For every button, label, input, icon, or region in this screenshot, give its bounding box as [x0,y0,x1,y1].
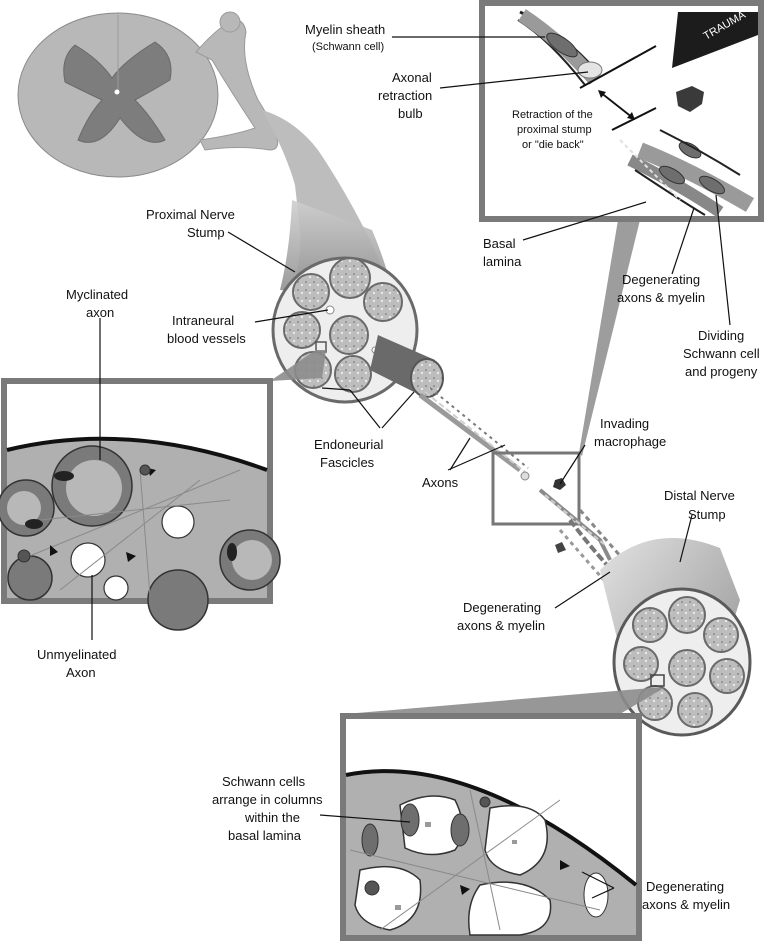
healthy-nerve-inset [0,378,281,631]
label-retraction-l3: or "die back" [522,139,584,151]
trauma-inset [479,0,764,222]
axon-tube [370,335,530,481]
label-schwann-col-l3: within the [244,810,300,825]
label-axonal-l2: retraction [378,88,432,103]
label-axonal-l3: bulb [398,106,423,121]
spinal-cord-section [17,12,219,178]
label-axons: Axons [422,475,459,490]
label-proximal-l2: Stump [187,225,225,240]
label-endoneurial-l1: Endoneurial [314,437,383,452]
label-retraction-l1: Retraction of the [512,109,593,121]
label-degen-mid-l1: Degenerating [463,600,541,615]
callout-cones [270,220,664,714]
label-basal-l2: lamina [483,254,522,269]
label-axonal-l1: Axonal [392,70,432,85]
label-schwann-cell-paren: (Schwann cell) [312,41,384,53]
label-invading-l2: macrophage [594,434,666,449]
label-myelinated-l2: axon [86,305,114,320]
label-unmyelinated-l2: Axon [66,665,96,680]
injury-site [491,451,612,561]
label-schwann-col-l4: basal lamina [228,828,302,843]
label-unmyelinated-l1: Unmyelinated [37,647,117,662]
label-retraction-l2: proximal stump [517,124,592,136]
label-distal-l2: Stump [688,507,726,522]
leader-lines [91,36,731,899]
label-endoneurial-l2: Fascicles [320,455,375,470]
label-degen-bot-l2: axons & myelin [642,897,730,912]
label-myelin-sheath: Myelin sheath [305,22,385,37]
label-dividing-l3: and progeny [685,364,758,379]
nerve-trunk [195,11,395,300]
label-degen-top-l1: Degenerating [622,272,700,287]
label-intraneural-l1: Intraneural [172,313,234,328]
label-basal-l1: Basal [483,236,516,251]
label-myelinated-l1: Myclinated [66,287,128,302]
label-intraneural-l2: blood vessels [167,331,246,346]
label-degen-mid-l2: axons & myelin [457,618,545,633]
label-dividing-l2: Schwann cell [683,346,760,361]
schwann-columns-inset [340,713,642,941]
label-invading-l1: Invading [600,416,649,431]
labels: Myelin sheath (Schwann cell) Axonal retr… [37,9,760,912]
label-distal-l1: Distal Nerve [664,488,735,503]
label-schwann-col-l2: arrange in columns [212,792,323,807]
label-degen-top-l2: axons & myelin [617,290,705,305]
distal-stump [600,537,752,737]
label-degen-bot-l1: Degenerating [646,879,724,894]
label-dividing-l1: Dividing [698,328,744,343]
label-schwann-col-l1: Schwann cells [222,774,306,789]
label-proximal-l1: Proximal Nerve [146,207,235,222]
